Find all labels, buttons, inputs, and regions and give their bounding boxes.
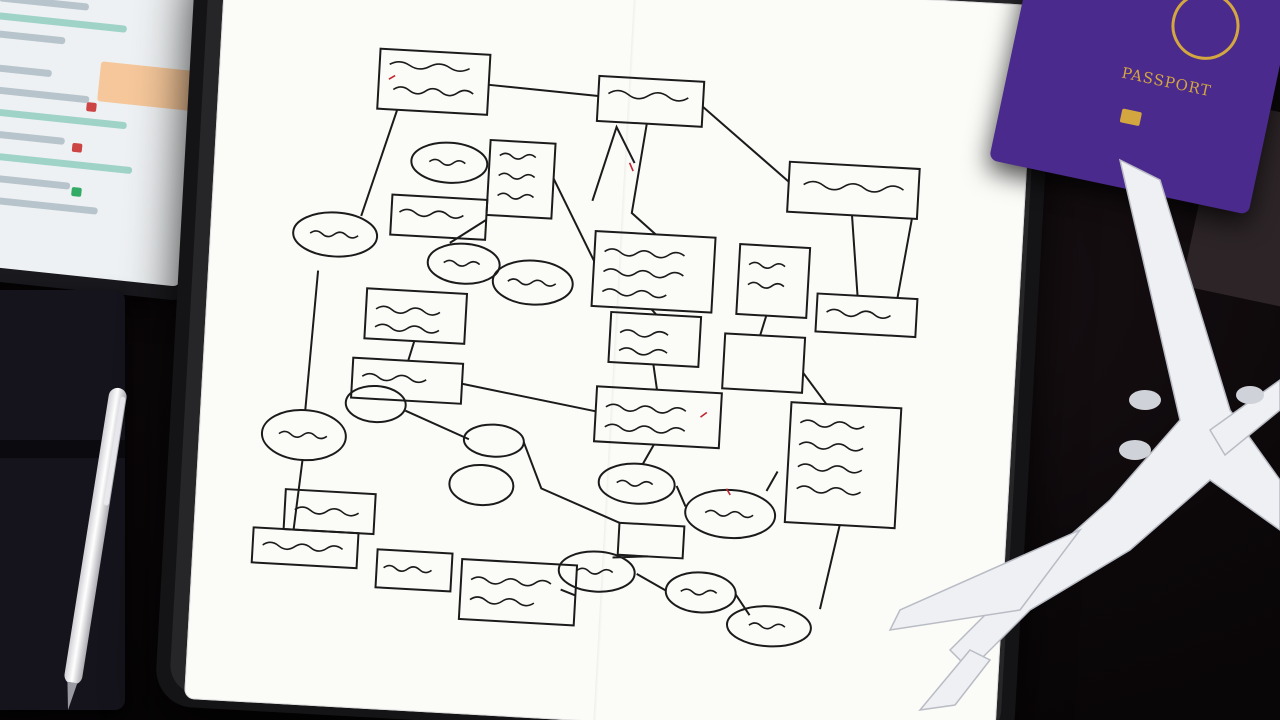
plane-tail [918, 649, 992, 712]
flow-arrow [896, 218, 913, 299]
flow-arrow [759, 315, 768, 336]
flow-oval [462, 423, 525, 458]
pen-tip [63, 682, 77, 711]
handwriting-scribbles [262, 61, 904, 630]
flow-box [250, 526, 360, 570]
flow-box [735, 243, 812, 319]
screen-line [0, 173, 71, 190]
screen-line [0, 129, 66, 145]
screen-line [0, 12, 128, 33]
flow-box [592, 385, 723, 450]
flow-box [595, 74, 706, 128]
flow-box [590, 229, 717, 314]
passport-chip [1119, 108, 1143, 127]
flow-arrow [630, 123, 657, 236]
screen-line [0, 151, 133, 175]
flow-arrow [734, 593, 751, 616]
flow-oval [664, 571, 737, 614]
flow-arrow [488, 83, 599, 97]
flow-oval [426, 242, 501, 285]
screen-chip [71, 142, 83, 153]
flow-oval [491, 259, 574, 306]
flow-arrow [819, 524, 841, 610]
screen-line [0, 107, 128, 130]
airplane-model [888, 158, 1280, 712]
plane-wing [888, 528, 1083, 631]
flow-box [376, 47, 492, 116]
flow-box [363, 287, 469, 345]
flow-arrow [636, 572, 667, 592]
flow-oval [557, 550, 636, 593]
screen-line [0, 0, 90, 11]
flow-arrow [702, 106, 790, 183]
flow-oval [292, 211, 379, 258]
flow-oval [597, 462, 676, 505]
red-annotations [388, 74, 731, 496]
screen-line [0, 195, 98, 215]
flow-arrow [407, 340, 416, 362]
flowchart-paper [183, 0, 1037, 720]
flow-box [721, 332, 807, 394]
flow-oval [344, 384, 407, 424]
flow-arrow [802, 372, 828, 405]
flow-arrow [292, 459, 304, 530]
flow-box [349, 356, 465, 405]
flow-arrow [304, 270, 320, 411]
flow-oval [410, 141, 489, 184]
plane-engines [1119, 386, 1264, 460]
flow-arrow [522, 441, 620, 524]
passport-emblem [1165, 0, 1246, 67]
flow-arrow [641, 444, 655, 465]
flow-box [374, 548, 454, 593]
screen-chip [71, 186, 82, 197]
flow-arrow [560, 588, 576, 597]
screen-line [0, 63, 53, 78]
flow-arrow [765, 471, 779, 492]
flow-box [616, 521, 686, 560]
flow-arrow [404, 409, 470, 441]
passport-label: PASSPORT [1120, 63, 1214, 101]
hand-drawn-flowchart [250, 47, 921, 648]
flow-box [485, 138, 557, 220]
flow-arrow [449, 219, 487, 244]
screen-chip [85, 102, 97, 113]
notebook-band [0, 440, 125, 458]
flow-oval [725, 605, 812, 648]
flow-arrow [851, 215, 859, 296]
flow-oval [448, 463, 515, 507]
flow-arrow [360, 109, 399, 217]
flow-arrow [675, 485, 687, 507]
flow-oval [684, 488, 777, 540]
flow-box [389, 193, 489, 241]
flow-arrow [652, 364, 658, 390]
flow-sketch [591, 124, 636, 202]
flow-arrow [461, 382, 596, 413]
flow-arrow [552, 178, 595, 262]
flow-box [814, 292, 919, 339]
flow-arrow [650, 308, 657, 316]
flow-arrow [612, 555, 648, 559]
screen-line [0, 85, 90, 104]
screen-line [0, 30, 66, 45]
flow-box [607, 310, 703, 369]
